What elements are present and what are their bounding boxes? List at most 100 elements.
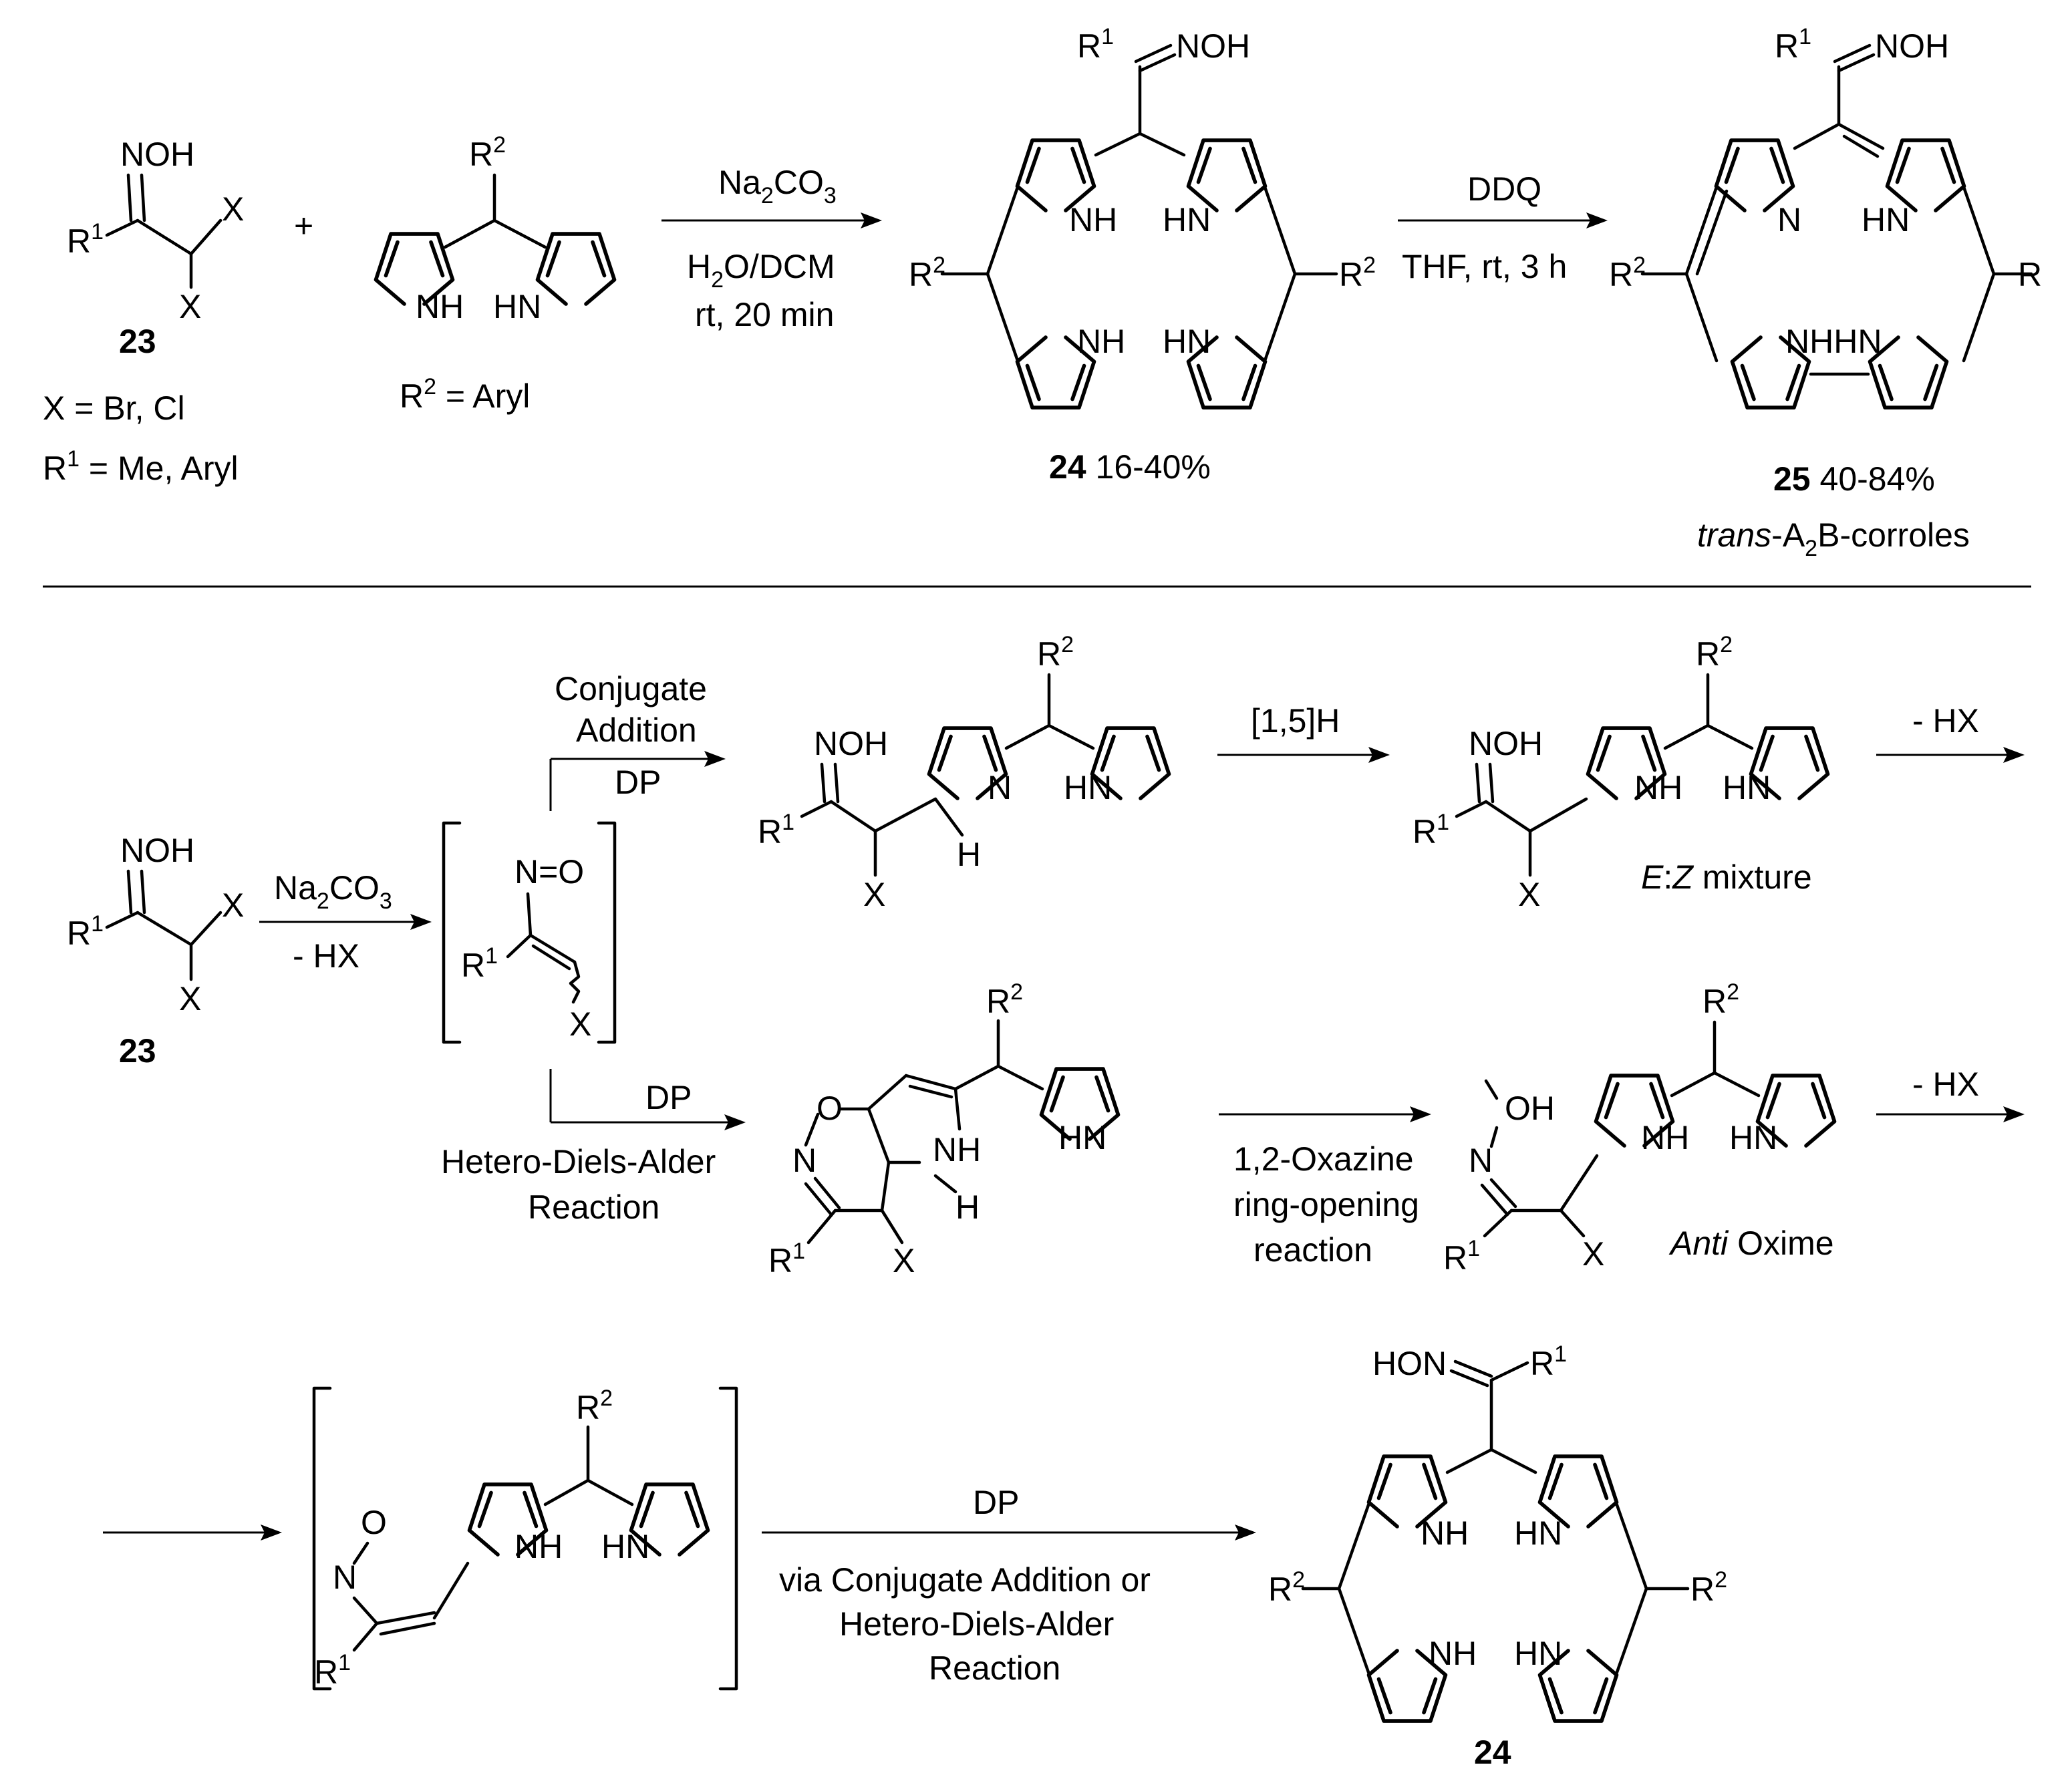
bilane-24: R1 NOH R NH HN R2 R2 NH HN 24 16-40% xyxy=(909,24,1376,486)
nh-label: NH xyxy=(514,1528,563,1565)
r2-label: R2 xyxy=(909,253,945,293)
x-label: X xyxy=(1582,1235,1604,1273)
x-label: X xyxy=(1518,876,1540,913)
r2-label: R2 xyxy=(986,979,1023,1020)
hn-label: HN xyxy=(493,288,541,325)
r1-label: R1 xyxy=(1443,1236,1480,1277)
oxazine-adduct: O N R1 X NH H R2 HN xyxy=(768,979,1119,1279)
nitroso-label: N=O xyxy=(514,853,584,891)
continuation-arrow xyxy=(103,1524,282,1541)
x-label: X xyxy=(893,1242,915,1279)
reagent-label: DDQ xyxy=(1467,170,1541,208)
pyrrole-adduct-ez: NOH R1 X NH R2 HN E:Z mixture xyxy=(1413,632,1828,913)
nh-label: NH xyxy=(1641,1119,1689,1156)
reagent-label: Na2CO3 xyxy=(718,164,837,208)
hn-label: HN xyxy=(1723,769,1771,806)
oxime-label: NOH xyxy=(1875,27,1949,65)
bilane-24: HON R1 NH HN R2 R2 NH HN 24 xyxy=(1268,1341,1727,1771)
r1-label: R1 xyxy=(1775,24,1811,65)
branch-arrow-hda: DP Hetero-Diels-Alder Reaction xyxy=(441,1069,746,1226)
reaction-arrow-loss-2: - HX xyxy=(1876,1066,2025,1122)
compound-number: 23 xyxy=(119,323,156,360)
r1-label: R1 xyxy=(1413,810,1449,850)
reagent-label: DP xyxy=(973,1484,1019,1521)
n-label: N xyxy=(1469,1142,1493,1179)
r1-label: R1 xyxy=(1530,1341,1567,1382)
x-label: X xyxy=(222,886,244,924)
reactant-23: NOH R1 X X 23 xyxy=(67,832,244,1070)
r2-label: R2 xyxy=(1696,632,1733,673)
anti-oxime: OH N R1 X NH R2 HN Anti Oxime xyxy=(1443,979,1835,1277)
compound-number: 23 xyxy=(119,1032,156,1070)
oxime-label: HON xyxy=(1372,1345,1447,1382)
r1-label: R1 xyxy=(768,1239,805,1279)
substituent-note: X = Br, Cl xyxy=(43,389,185,427)
r1-label: R1 xyxy=(314,1650,351,1691)
pathway-label: Conjugate xyxy=(555,670,707,707)
reagent-label: DP xyxy=(615,764,661,801)
nh-label: NH xyxy=(1634,769,1682,806)
branch-arrow-conjugate: Conjugate Addition DP xyxy=(549,670,726,811)
x-label: X xyxy=(179,288,201,325)
solvent-label: H2O/DCM xyxy=(687,248,835,293)
oxime-label: NOH xyxy=(1176,27,1250,65)
n-label: N xyxy=(1777,201,1801,238)
hn-label: HN xyxy=(1163,323,1211,360)
reaction-arrow-2: DDQ THF, rt, 3 h xyxy=(1398,170,1608,285)
h-label: H xyxy=(957,836,981,873)
arrow-label: [1,5]H xyxy=(1251,702,1340,740)
x-label: X xyxy=(863,876,885,913)
oxime-label: NOH xyxy=(120,136,194,173)
pathway-label: Hetero-Diels-Alder xyxy=(441,1143,716,1180)
hn-label: HN xyxy=(1058,1119,1106,1156)
r2-label: R2 xyxy=(1037,632,1074,673)
r2-label: R2 xyxy=(1339,253,1376,293)
arrow-label: ring-opening xyxy=(1233,1186,1419,1223)
compound-label: 25 40-84% xyxy=(1773,460,1935,498)
hn-label: HN xyxy=(1064,769,1112,806)
r1-label: R1 xyxy=(1077,24,1114,65)
r2-label: R2 xyxy=(1690,1567,1727,1608)
compound-label: 24 16-40% xyxy=(1049,448,1211,486)
nitroso-intermediate: O N R1 NH R2 HN xyxy=(312,1386,738,1691)
n-label: N xyxy=(333,1559,357,1596)
h-label: H xyxy=(955,1188,980,1226)
nh-label: NH xyxy=(1077,323,1125,360)
reagent-label: Na2CO3 xyxy=(274,869,392,914)
r2-label: R2 xyxy=(469,132,506,173)
x-label: X xyxy=(569,1005,591,1043)
hn-label: HN xyxy=(1862,201,1910,238)
hn-label: HN xyxy=(1514,1514,1562,1552)
reagent-label: DP xyxy=(645,1079,692,1116)
r2-label: R2 xyxy=(576,1386,613,1426)
nitrosoalkene-intermediate: N=O R1 X xyxy=(442,821,617,1044)
n-label: N xyxy=(988,769,1012,806)
hn-label: HN xyxy=(1163,201,1211,238)
r2-label: R2 xyxy=(1609,253,1646,293)
reaction-arrow-1: Na2CO3 H2O/DCM rt, 20 min xyxy=(661,164,882,333)
nh-label: NH xyxy=(933,1131,981,1168)
r2-label: R2 xyxy=(1268,1567,1305,1608)
pathway-label: Addition xyxy=(576,711,697,749)
isomer-note: Anti Oxime xyxy=(1668,1225,1834,1262)
r2-label: R2 xyxy=(1703,979,1739,1020)
conditions-label: THF, rt, 3 h xyxy=(1402,248,1567,285)
conditions-label: rt, 20 min xyxy=(695,296,834,333)
reaction-arrow-ring-opening: 1,2-Oxazine ring-opening reaction xyxy=(1219,1106,1431,1269)
arrow-label: reaction xyxy=(1253,1231,1372,1269)
plus-sign: + xyxy=(294,207,313,245)
oxime-label: NOH xyxy=(120,832,194,869)
nh-label: NH xyxy=(1421,1514,1469,1552)
oxime-label: NOH xyxy=(814,725,888,762)
arrow-label: via Conjugate Addition or xyxy=(779,1561,1151,1599)
nh-label: NH xyxy=(416,288,464,325)
arrow-label: 1,2-Oxazine xyxy=(1233,1140,1414,1178)
oxime-label: NOH xyxy=(1469,725,1543,762)
x-label: X xyxy=(179,980,201,1017)
corrole-25: R1 NOH N HN R2 R NHHN 25 40-84% trans-A2… xyxy=(1609,24,2033,561)
compound-class: trans-A2B-corroles xyxy=(1697,516,1970,561)
n-label: N xyxy=(792,1142,817,1179)
loss-label: - HX xyxy=(293,937,359,975)
